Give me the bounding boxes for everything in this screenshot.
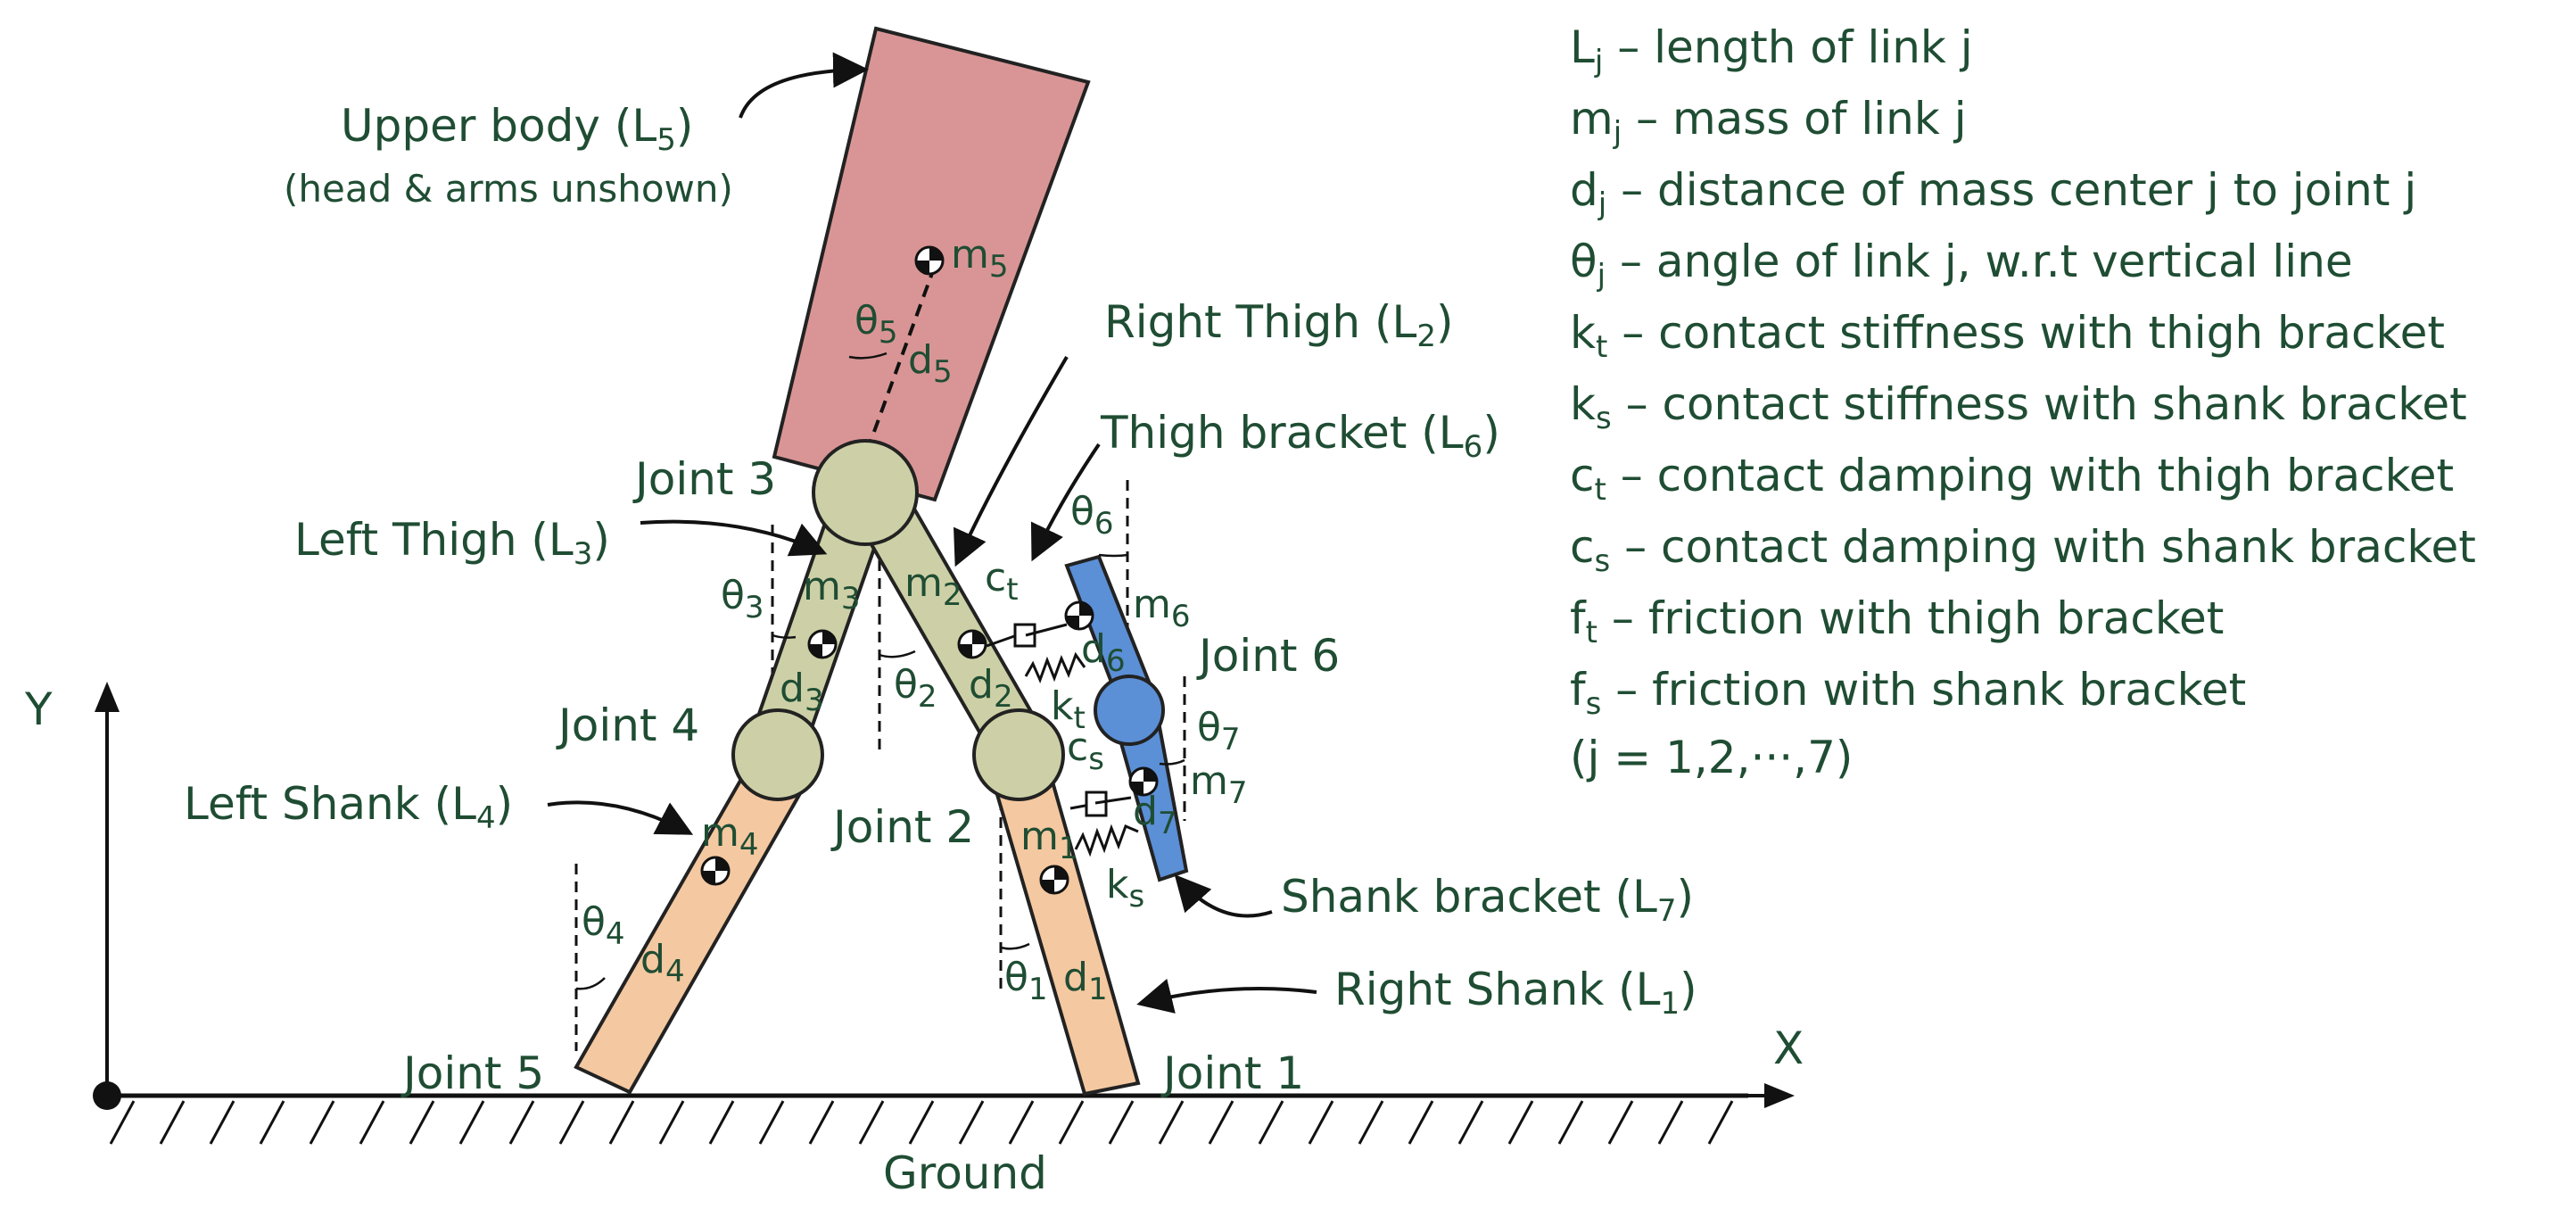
ground-label: Ground bbox=[883, 1147, 1047, 1199]
joint-3-label: Joint 3 bbox=[632, 453, 776, 505]
d5-label: d5 bbox=[908, 337, 953, 390]
right-shank-label: Right Shank (L1) bbox=[1334, 964, 1697, 1022]
origin-point bbox=[93, 1081, 121, 1110]
theta5-label: θ5 bbox=[855, 298, 898, 351]
joint-2-label: Joint 2 bbox=[830, 801, 974, 853]
theta3-label: θ3 bbox=[721, 573, 764, 625]
d7-label: d7 bbox=[1133, 789, 1177, 841]
cs-label: cs bbox=[1067, 724, 1104, 777]
x-axis bbox=[107, 1083, 1795, 1108]
legend-row: ft – friction with thigh bracket bbox=[1570, 592, 2224, 650]
legend-note: (j = 1,2,···,7) bbox=[1570, 732, 1853, 783]
joint-5-label: Joint 5 bbox=[400, 1047, 544, 1099]
joint-2 bbox=[972, 708, 1065, 801]
joint-1-label: Joint 1 bbox=[1160, 1047, 1304, 1099]
mass-center-m6 bbox=[1064, 600, 1094, 631]
legend-row: mj – mass of link j bbox=[1570, 93, 1967, 151]
theta1-label: θ1 bbox=[1004, 955, 1048, 1007]
legend-row: ks – contact stiffness with shank bracke… bbox=[1570, 378, 2467, 436]
upper-body-centerline bbox=[860, 265, 937, 467]
d1-label: d1 bbox=[1063, 955, 1108, 1007]
legend: Lj – length of link j mj – mass of link … bbox=[1570, 21, 2476, 783]
ground-hatching bbox=[109, 1100, 1734, 1145]
ct-label: ct bbox=[985, 555, 1019, 608]
legend-row: dj – distance of mass center j to joint … bbox=[1570, 164, 2416, 222]
theta7-label: θ7 bbox=[1197, 705, 1241, 758]
legend-row: cs – contact damping with shank bracket bbox=[1570, 521, 2476, 579]
right-thigh-label: Right Thigh (L2) bbox=[1104, 296, 1454, 354]
axis-x-label: X bbox=[1773, 1022, 1804, 1074]
thigh-contact-spring bbox=[1024, 651, 1086, 684]
mass-center-m4 bbox=[700, 856, 731, 886]
m3-label: m3 bbox=[803, 564, 861, 617]
legend-row: fs – friction with shank bracket bbox=[1570, 664, 2246, 722]
y-axis bbox=[95, 682, 120, 1096]
m4-label: m4 bbox=[701, 810, 759, 863]
axis-y-label: Y bbox=[24, 683, 53, 735]
theta4-label: θ4 bbox=[582, 899, 625, 952]
d3-label: d3 bbox=[780, 666, 824, 718]
angle-arcs bbox=[575, 352, 1185, 990]
right-shank-link bbox=[989, 754, 1141, 1097]
mass-center-m5 bbox=[914, 245, 945, 276]
legend-row: kt – contact stiffness with thigh bracke… bbox=[1570, 307, 2445, 365]
d4-label: d4 bbox=[640, 937, 685, 989]
shank-bracket-label: Shank bracket (L7) bbox=[1281, 871, 1694, 929]
ground bbox=[107, 1093, 1748, 1145]
thigh-bracket-label: Thigh bracket (L6) bbox=[1100, 407, 1500, 465]
m7-label: m7 bbox=[1190, 758, 1248, 811]
joint-6 bbox=[1094, 675, 1165, 746]
d2-label: d2 bbox=[969, 662, 1013, 715]
m2-label: m2 bbox=[904, 560, 962, 613]
joint-4-label: Joint 4 bbox=[556, 700, 699, 751]
m6-label: m6 bbox=[1133, 582, 1191, 634]
theta6-label: θ6 bbox=[1070, 489, 1114, 542]
m5-label: m5 bbox=[951, 232, 1009, 285]
mass-center-m3 bbox=[807, 629, 838, 659]
theta2-label: θ2 bbox=[894, 662, 937, 715]
legend-row: Lj – length of link j bbox=[1570, 21, 1973, 79]
legend-row: ct – contact damping with thigh bracket bbox=[1570, 450, 2454, 508]
ks-label: ks bbox=[1106, 862, 1144, 915]
d6-label: d6 bbox=[1081, 626, 1126, 679]
thigh-contact-damper bbox=[986, 623, 1068, 648]
mass-center-m1 bbox=[1039, 865, 1069, 895]
joint-4 bbox=[731, 708, 824, 801]
left-thigh-label: Left Thigh (L3) bbox=[294, 514, 610, 572]
leader-arrows bbox=[547, 52, 1317, 1014]
kt-label: kt bbox=[1051, 683, 1086, 736]
shank-contact-damper bbox=[1069, 791, 1132, 817]
left-shank-label: Left Shank (L4) bbox=[184, 778, 513, 836]
legend-row: θj – angle of link j, w.r.t vertical lin… bbox=[1570, 236, 2353, 294]
joint-6-label: Joint 6 bbox=[1196, 630, 1340, 682]
mass-center-m2 bbox=[957, 629, 987, 659]
upper-body-label: Upper body (L5) bbox=[341, 100, 693, 158]
shank-contact-spring bbox=[1074, 824, 1139, 857]
m1-label: m1 bbox=[1020, 814, 1078, 866]
upper-body-note: (head & arms unshown) bbox=[284, 167, 733, 211]
joint-3 bbox=[812, 439, 919, 546]
